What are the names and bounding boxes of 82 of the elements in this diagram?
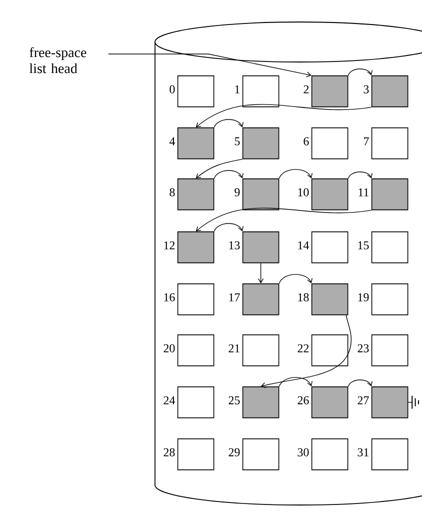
disk-block: [311, 334, 348, 366]
link-arrow: [196, 208, 372, 232]
link-arrow: [196, 158, 243, 178]
disk-block: [371, 386, 408, 418]
block-number: 3: [364, 85, 369, 94]
disk-block: [371, 178, 408, 210]
block-number: 2: [304, 85, 309, 94]
link-arrow: [348, 68, 373, 76]
disk-block: [311, 386, 348, 418]
block-number: 6: [304, 137, 309, 146]
block-number: 10: [298, 188, 309, 196]
disk-block: [177, 283, 214, 316]
block-number: 23: [358, 344, 369, 352]
disk-block: [311, 178, 348, 210]
block-number: 29: [228, 448, 240, 456]
link-arrow: [258, 262, 264, 284]
disk-block: [177, 386, 214, 418]
ground-symbol: [412, 395, 419, 410]
block-number: 15: [358, 241, 369, 250]
disk-block: [177, 334, 214, 366]
block-number: 21: [228, 344, 240, 352]
block-number: 25: [228, 396, 240, 404]
block-number: 30: [298, 448, 309, 456]
disk-block: [311, 75, 348, 108]
disk-block: [371, 334, 408, 366]
block-number: 26: [298, 396, 309, 404]
block-number: 14: [298, 241, 310, 250]
link-arrow: [196, 104, 372, 128]
block-number: 9: [234, 188, 240, 196]
block-number: 11: [358, 188, 368, 196]
disk-block: [177, 75, 214, 108]
link-arrow: [214, 119, 244, 128]
block-number: 16: [164, 293, 175, 302]
disk-block: [177, 178, 214, 210]
block-number: 1: [235, 85, 240, 94]
block-number: 7: [364, 137, 369, 146]
disk-block: [371, 283, 408, 316]
disk-block: [242, 386, 280, 418]
block-number: 12: [164, 241, 175, 250]
disk-block: [242, 334, 280, 366]
block-number: 0: [170, 85, 175, 94]
disk-block: [242, 283, 280, 316]
disk-block: [371, 231, 408, 264]
link-arrow: [214, 170, 244, 179]
block-number: 20: [164, 344, 175, 352]
disk-block: [242, 438, 280, 470]
link-arrow: [348, 380, 373, 387]
disk-block: [311, 231, 348, 264]
disk-block: [371, 75, 408, 108]
link-arrow: [214, 223, 244, 232]
block-number: 27: [358, 396, 369, 404]
disk-block: [242, 231, 280, 264]
disk-block: [371, 127, 408, 160]
disk-block: [311, 127, 348, 160]
link-arrow: [278, 274, 313, 284]
block-number: 31: [358, 448, 368, 456]
disk-block: [177, 231, 214, 264]
disk-cylinder: [154, 22, 422, 506]
block-number: 4: [169, 137, 176, 146]
link-arrow: [108, 54, 312, 78]
link-arrow: [260, 314, 352, 388]
block-number: 22: [298, 344, 309, 352]
link-arrow: [278, 377, 313, 387]
disk-block: [177, 438, 214, 470]
block-number: 18: [298, 293, 309, 302]
disk-block: [311, 283, 348, 316]
block-number: 8: [170, 188, 175, 196]
link-arrow: [278, 169, 313, 179]
disk-block: [242, 127, 280, 160]
disk-block: [177, 127, 214, 160]
disk-block: [242, 75, 280, 108]
block-number: 17: [229, 293, 240, 302]
disk-block: [311, 438, 348, 470]
block-number: 13: [229, 241, 240, 250]
block-number: 24: [164, 396, 176, 404]
disk-block: [371, 438, 408, 470]
block-number: 19: [358, 293, 369, 302]
list-head-label: free-space list head: [29, 47, 86, 74]
block-number: 28: [164, 448, 175, 456]
disk-block: [242, 178, 280, 210]
block-number: 5: [234, 137, 240, 146]
link-arrow: [348, 172, 373, 179]
